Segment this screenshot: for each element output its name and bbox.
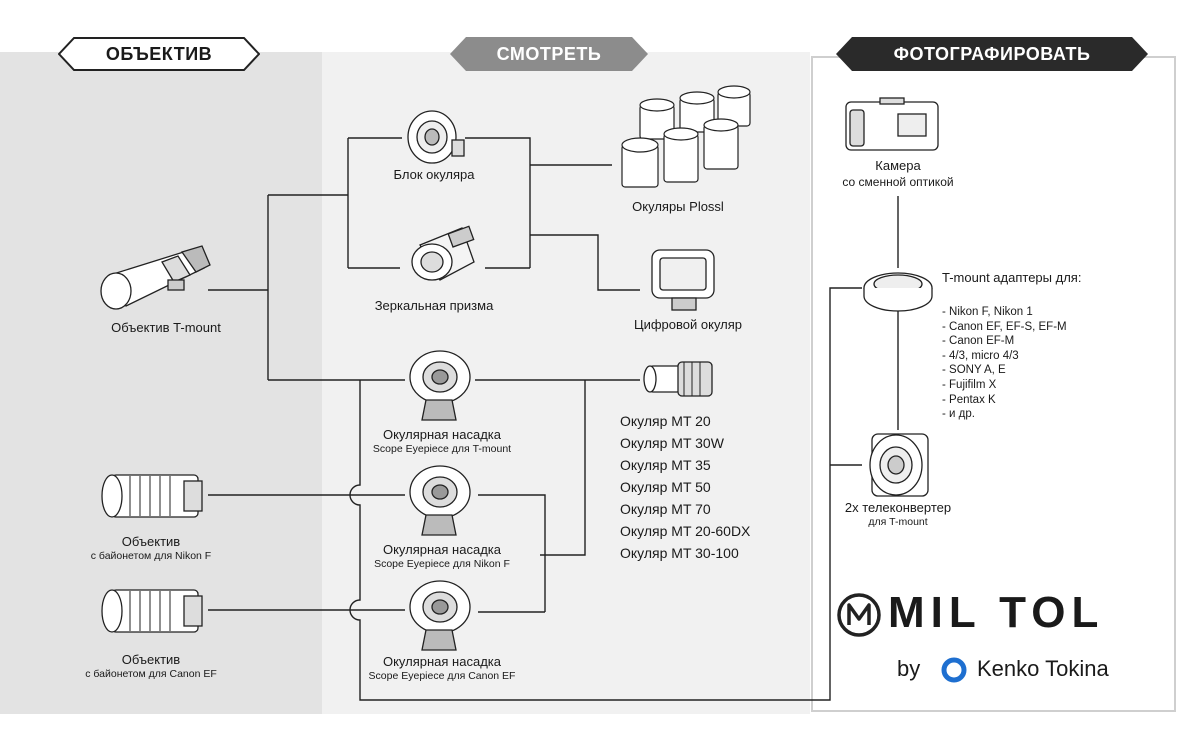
header-view: СМОТРЕТЬ bbox=[450, 37, 648, 71]
mirror-prism-label: Зеркальная призма bbox=[374, 298, 494, 313]
list-item: - Fujifilm X bbox=[942, 378, 997, 391]
plossl-eyepieces-icon bbox=[621, 85, 751, 188]
adapter-nikon-subtitle: Scope Eyepiece для Nikon F bbox=[374, 558, 510, 570]
mt-eyepiece-icon bbox=[643, 361, 713, 397]
teleconverter-label-line1: 2x телеконвертер bbox=[844, 500, 952, 515]
eyepiece-block-label: Блок окуляра bbox=[393, 167, 475, 182]
list-item: - и др. bbox=[942, 408, 975, 421]
list-item: Окуляр MT 70 bbox=[620, 501, 711, 517]
adapters-list: - Nikon F, Nikon 1 - Canon EF, EF-S, EF-… bbox=[942, 305, 1067, 422]
list-item: - Canon EF, EF-S, EF-M bbox=[942, 320, 1067, 333]
nikon-lens-icon bbox=[101, 474, 203, 518]
teleconverter-label-line2: для T-mount bbox=[868, 516, 928, 528]
adapter-tmount-label: Окулярная насадка Scope Eyepiece для T-m… bbox=[362, 427, 522, 456]
photo-panel bbox=[811, 56, 1176, 712]
canon-lens-label: Объектив с байонетом для Canon EF bbox=[76, 652, 226, 681]
teleconverter-label: 2x телеконвертер для T-mount bbox=[828, 500, 968, 529]
kenko-tokina-logo-icon bbox=[941, 657, 967, 683]
digital-eyepiece-label: Цифровой окуляр bbox=[633, 317, 743, 332]
teleconverter-icon bbox=[869, 433, 929, 497]
adapter-canon-label: Окулярная насадка Scope Eyepiece для Can… bbox=[362, 654, 522, 683]
list-item: - SONY A, E bbox=[942, 364, 1006, 377]
canon-lens-subtitle: с байонетом для Canon EF bbox=[85, 668, 217, 680]
camera-label: Камера со сменной оптикой bbox=[828, 158, 968, 190]
canon-lens-title: Объектив bbox=[121, 652, 181, 667]
digital-eyepiece-icon bbox=[651, 249, 715, 311]
tmount-lens-icon bbox=[100, 245, 211, 310]
list-item: Окуляр MT 20-60DX bbox=[620, 523, 751, 539]
canon-lens-icon bbox=[101, 589, 203, 633]
mirror-prism-icon bbox=[411, 225, 475, 281]
brand-by: by bbox=[897, 656, 921, 681]
adapter-nikon-title: Окулярная насадка bbox=[382, 542, 501, 557]
nikon-lens-subtitle: с байонетом для Nikon F bbox=[90, 550, 212, 562]
list-item: - Pentax K bbox=[942, 393, 996, 406]
camera-label-line1: Камера bbox=[875, 158, 921, 173]
adapter-tmount-icon bbox=[409, 350, 471, 421]
adapter-tmount-subtitle: Scope Eyepiece для T-mount bbox=[372, 443, 512, 455]
list-item: Окуляр MT 30W bbox=[620, 435, 724, 451]
nikon-lens-title: Объектив bbox=[121, 534, 181, 549]
list-item: - 4/3, micro 4/3 bbox=[942, 349, 1019, 362]
list-item: Окуляр MT 30-100 bbox=[620, 545, 739, 561]
miltol-logo-icon bbox=[837, 593, 881, 637]
adapter-nikon-icon bbox=[409, 465, 471, 536]
adapter-tmount-title: Окулярная насадка bbox=[382, 427, 501, 442]
list-item: - Nikon F, Nikon 1 bbox=[942, 306, 1033, 318]
list-item: Окуляр MT 35 bbox=[620, 457, 711, 473]
list-item: Окуляр MT 20 bbox=[620, 413, 711, 429]
camera-icon bbox=[845, 97, 939, 151]
brand-maker: Kenko Tokina bbox=[977, 656, 1109, 681]
camera-label-line2: со сменной оптикой bbox=[842, 175, 954, 189]
adapter-canon-title: Окулярная насадка bbox=[382, 654, 501, 669]
nikon-lens-label: Объектив с байонетом для Nikon F bbox=[76, 534, 226, 563]
adapter-nikon-label: Окулярная насадка Scope Eyepiece для Nik… bbox=[362, 542, 522, 571]
adapter-canon-icon bbox=[409, 580, 471, 651]
adapter-canon-subtitle: Scope Eyepiece для Canon EF bbox=[368, 670, 516, 682]
tmount-adapter-icon bbox=[863, 272, 933, 312]
list-item: - Canon EF-M bbox=[942, 335, 1015, 348]
list-item: Окуляр MT 50 bbox=[620, 479, 711, 495]
header-photo: ФОТОГРАФИРОВАТЬ bbox=[836, 37, 1148, 71]
plossl-label: Окуляры Plossl bbox=[632, 199, 724, 214]
brand-name: MIL TOL bbox=[888, 588, 1105, 637]
mt-eyepiece-list: Окуляр MT 20 Окуляр MT 30W Окуляр MT 35 … bbox=[620, 410, 750, 564]
tmount-lens-label: Объектив T-mount bbox=[111, 320, 221, 335]
adapters-title: T-mount адаптеры для: bbox=[942, 270, 1082, 285]
eyepiece-block-icon bbox=[407, 110, 465, 164]
header-objective: ОБЪЕКТИВ bbox=[58, 37, 260, 71]
